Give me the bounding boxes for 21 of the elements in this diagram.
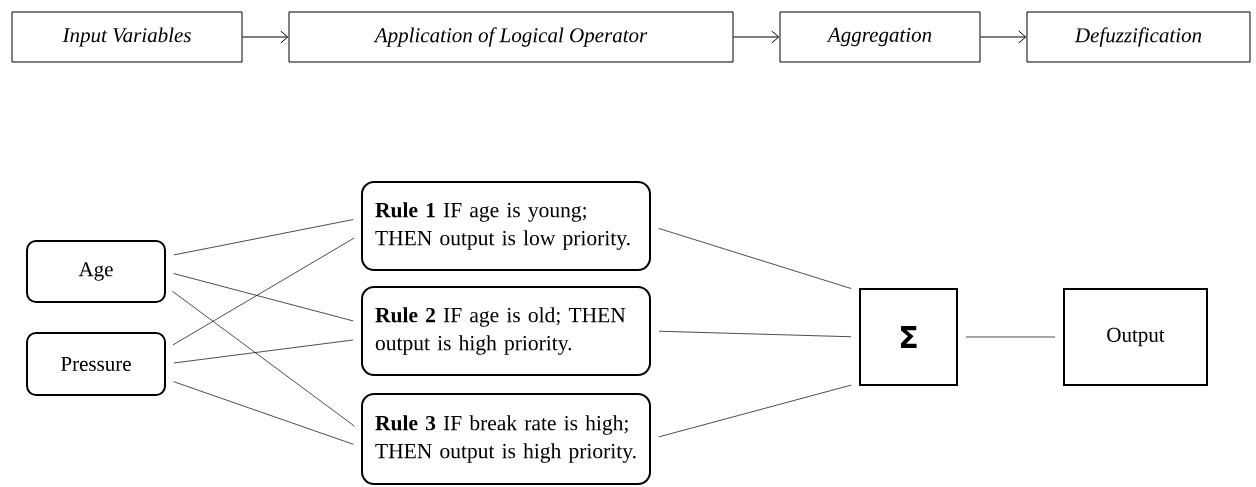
arrow (980, 30, 1027, 44)
step-box: Input Variables (11, 11, 243, 63)
input-box: Pressure (26, 332, 166, 396)
connector-line (658, 228, 852, 289)
step-box: Aggregation (779, 11, 981, 63)
connector-line (173, 273, 354, 322)
step-box: Application of Logical Operator (288, 11, 734, 63)
connector-line (173, 219, 354, 256)
connector-line (658, 330, 852, 338)
output-box: Output (1063, 288, 1208, 386)
sum-box: Σ (859, 288, 958, 386)
input-box: Age (26, 240, 166, 303)
step-box: Defuzzification (1026, 11, 1251, 63)
connector-line (173, 339, 354, 364)
arrow (733, 30, 780, 44)
arrow (242, 30, 289, 44)
connector-line (965, 336, 1056, 338)
connector-line (172, 237, 355, 346)
connector-line (172, 290, 355, 427)
connector-line (658, 384, 852, 438)
connector-line (173, 381, 354, 445)
